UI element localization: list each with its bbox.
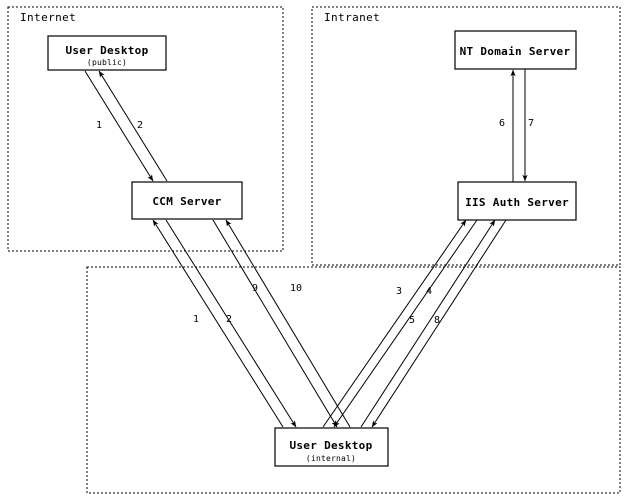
node-user-desktop-public-title: User Desktop [65, 44, 148, 57]
flow-edges [84, 69, 528, 428]
flow-label-9: 9 [252, 283, 258, 294]
node-ccm-server[interactable]: CCM Server [131, 181, 243, 220]
node-user-desktop-internal[interactable]: User Desktop (internal) [274, 427, 389, 467]
node-user-desktop-internal-title: User Desktop [289, 439, 372, 452]
flow-label-10: 10 [290, 283, 302, 294]
flow-1-internal-line [152, 219, 284, 428]
node-nt-domain-server-box[interactable] [454, 30, 577, 70]
zone-label-intranet: Intranet [324, 11, 380, 24]
flow-8-line [371, 219, 507, 428]
flow-label-6: 6 [499, 118, 505, 129]
zone-boundaries [7, 6, 621, 494]
flow-label-2-public: 2 [137, 120, 143, 131]
flow-1-public-line [84, 70, 154, 182]
node-user-desktop-public-subtitle: (public) [87, 58, 127, 67]
nodes: User Desktop (public) CCM Server NT Doma… [47, 30, 577, 467]
flow-label-1-public: 1 [96, 120, 102, 131]
node-iis-auth-server[interactable]: IIS Auth Server [457, 181, 577, 221]
flow-label-2-internal: 2 [226, 314, 232, 325]
node-ccm-server-box[interactable] [131, 181, 243, 220]
node-nt-domain-server[interactable]: NT Domain Server [454, 30, 577, 70]
flow-label-7: 7 [528, 118, 534, 129]
flow-label-8: 8 [434, 315, 440, 326]
node-user-desktop-public[interactable]: User Desktop (public) [47, 35, 167, 71]
flow-label-4: 4 [426, 286, 432, 297]
node-user-desktop-public-box[interactable] [47, 35, 167, 71]
flow-5-line [360, 219, 496, 428]
flow-label-1-internal: 1 [193, 314, 199, 325]
node-nt-domain-server-title: NT Domain Server [460, 45, 571, 58]
zone-internet-boundary [7, 6, 284, 252]
flow-label-3: 3 [396, 286, 402, 297]
flow-labels: 1 2 6 7 9 10 1 2 3 4 5 8 [96, 118, 534, 326]
zone-label-internet: Internet [20, 11, 76, 24]
node-iis-auth-server-title: IIS Auth Server [465, 196, 569, 209]
flow-2-public-line [98, 70, 168, 182]
node-iis-auth-server-box[interactable] [457, 181, 577, 221]
flow-3-line [322, 219, 467, 428]
flow-label-5: 5 [409, 315, 415, 326]
flow-2-internal-line [165, 219, 297, 428]
flow-10-line [225, 219, 351, 428]
flow-4-line [333, 219, 478, 428]
zone-internal-boundary [86, 266, 621, 494]
node-user-desktop-internal-box[interactable] [274, 427, 389, 467]
flow-9-line [212, 219, 338, 428]
node-ccm-server-title: CCM Server [152, 195, 221, 208]
node-user-desktop-internal-subtitle: (internal) [306, 454, 356, 463]
